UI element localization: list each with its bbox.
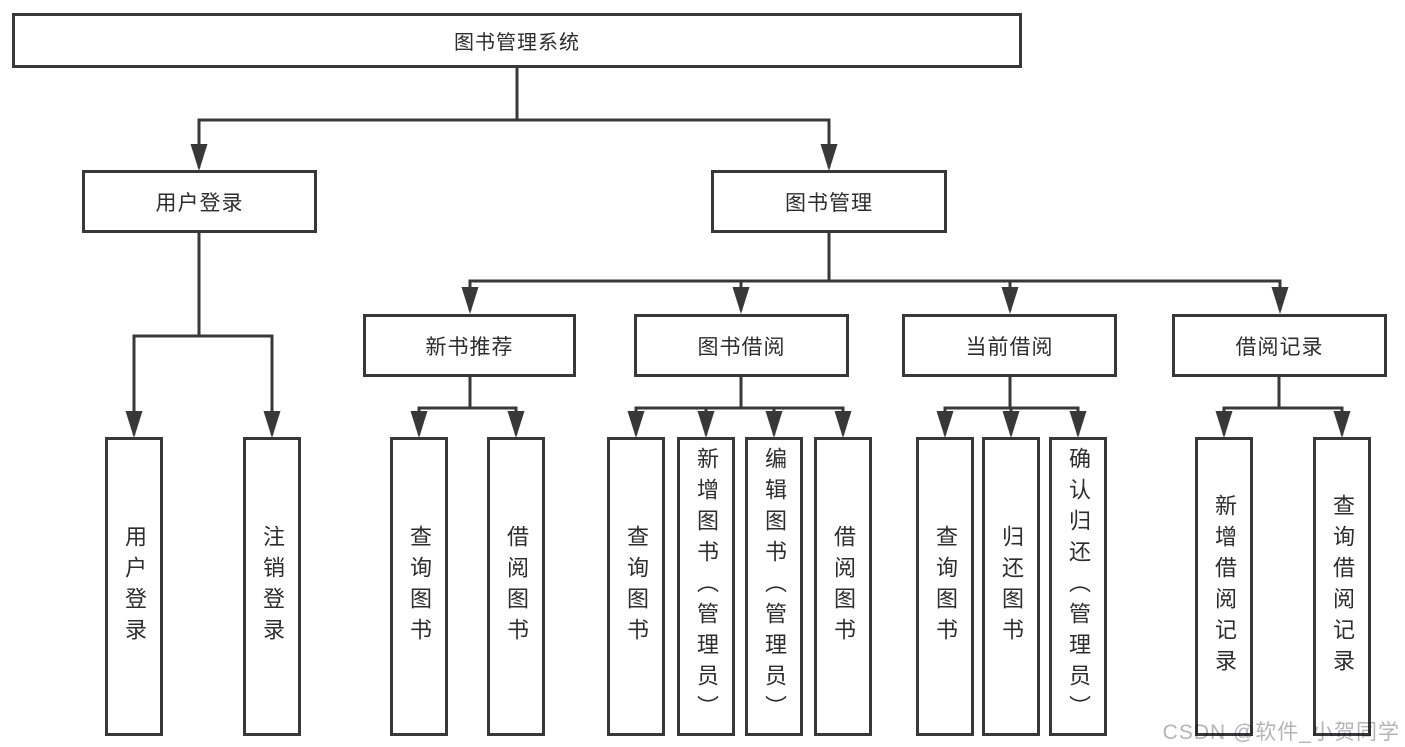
leaf-recommend-borrow-books: 借阅图书 (487, 437, 545, 736)
leaf-records-query-record-label: 查询借阅记录 (1330, 493, 1355, 680)
node-current-borrowing: 当前借阅 (902, 314, 1117, 377)
node-borrow-records-label: 借阅记录 (1235, 335, 1324, 359)
node-user-login: 用户登录 (82, 170, 317, 233)
leaf-current-confirm-return-admin-label: 确认归还（管理员） (1066, 447, 1091, 726)
leaf-logout-label: 注销登录 (260, 524, 285, 649)
leaf-user-login-label: 用户登录 (122, 524, 147, 649)
leaf-borrow-edit-books-admin-label: 编辑图书（管理员） (762, 447, 787, 726)
node-book-borrowing-label: 图书借阅 (697, 335, 786, 359)
leaf-borrow-add-books-admin: 新增图书（管理员） (677, 437, 735, 736)
node-user-login-label: 用户登录 (155, 191, 244, 215)
leaf-current-query-books-label: 查询图书 (933, 524, 958, 649)
node-borrow-records: 借阅记录 (1172, 314, 1387, 377)
node-new-book-recommend-label: 新书推荐 (425, 335, 514, 359)
leaf-logout: 注销登录 (243, 437, 301, 736)
leaf-user-login: 用户登录 (105, 437, 163, 736)
node-book-borrowing: 图书借阅 (634, 314, 849, 377)
leaf-borrow-borrow-books-label: 借阅图书 (831, 524, 856, 649)
leaf-borrow-query-books-label: 查询图书 (624, 524, 649, 649)
leaf-borrow-borrow-books: 借阅图书 (814, 437, 872, 736)
leaf-current-return-books-label: 归还图书 (999, 524, 1024, 649)
leaf-current-query-books: 查询图书 (916, 437, 974, 736)
node-root-label: 图书管理系统 (454, 32, 580, 54)
node-root: 图书管理系统 (12, 13, 1022, 68)
node-book-management: 图书管理 (711, 170, 947, 233)
node-new-book-recommend: 新书推荐 (363, 314, 576, 377)
leaf-borrow-add-books-admin-label: 新增图书（管理员） (694, 447, 719, 726)
leaf-current-confirm-return-admin: 确认归还（管理员） (1049, 437, 1107, 736)
leaf-recommend-query-books: 查询图书 (390, 437, 448, 736)
leaf-current-return-books: 归还图书 (982, 437, 1040, 736)
leaf-borrow-edit-books-admin: 编辑图书（管理员） (745, 437, 803, 736)
leaf-recommend-borrow-books-label: 借阅图书 (504, 524, 529, 649)
node-current-borrowing-label: 当前借阅 (965, 335, 1054, 359)
leaf-records-query-record: 查询借阅记录 (1313, 437, 1371, 736)
leaf-records-add-record-label: 新增借阅记录 (1212, 493, 1237, 680)
leaf-borrow-query-books: 查询图书 (607, 437, 665, 736)
leaf-records-add-record: 新增借阅记录 (1195, 437, 1253, 736)
csdn-watermark: CSDN @软件_小贺同学 (1162, 721, 1400, 744)
leaf-recommend-query-books-label: 查询图书 (407, 524, 432, 649)
node-book-management-label: 图书管理 (785, 191, 873, 215)
